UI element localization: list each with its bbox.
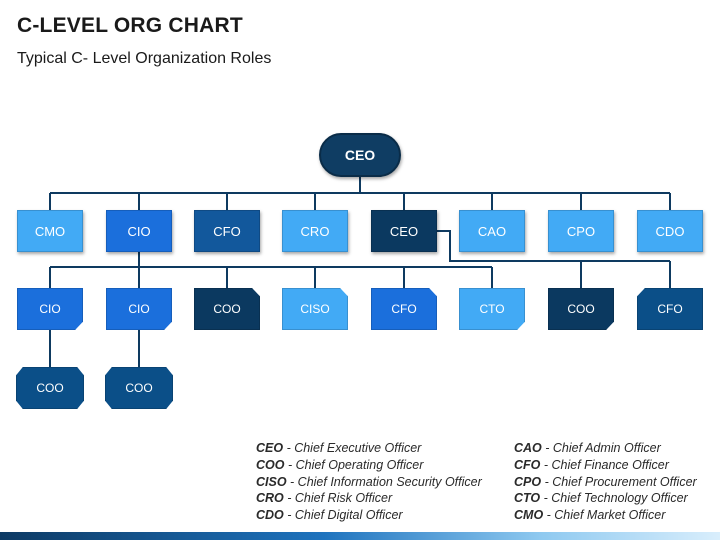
org-node-coo-sub: COO xyxy=(16,367,84,409)
org-node-cmo: CMO xyxy=(17,210,83,252)
org-node-cfo-sub: CFO xyxy=(637,288,703,330)
org-node-cfo-sub: CFO xyxy=(371,288,437,330)
org-node-ceo-root: CEO xyxy=(319,133,401,177)
legend-item: CISO - Chief Information Security Office… xyxy=(256,474,482,489)
legend-item: CRO - Chief Risk Officer xyxy=(256,491,393,506)
org-node-coo: COO xyxy=(548,288,614,330)
org-node-cio-sub: CIO xyxy=(106,288,172,330)
page-subtitle: Typical C- Level Organization Roles xyxy=(17,50,272,67)
legend-item: CEO - Chief Executive Officer xyxy=(256,441,422,455)
org-node-ciso: CISO xyxy=(282,288,348,330)
org-node-cio: CIO xyxy=(106,210,172,252)
org-node-ceo: CEO xyxy=(371,210,437,252)
org-node-cao: CAO xyxy=(459,210,525,252)
legend-item: COO - Chief Operating Officer xyxy=(256,457,424,472)
connector-line xyxy=(437,230,670,262)
org-node-coo-sub: COO xyxy=(105,367,173,409)
legend-item: CPO - Chief Procurement Officer xyxy=(514,474,697,489)
page-title: C-LEVEL ORG CHART xyxy=(17,14,243,37)
org-node-cto: CTO xyxy=(459,288,525,330)
legend-left: CEO - Chief Executive Officer COO - Chie… xyxy=(256,440,482,524)
org-node-cio-sub: CIO xyxy=(17,288,83,330)
org-node-cro: CRO xyxy=(282,210,348,252)
legend-right: CAO - Chief Admin Officer CFO - Chief Fi… xyxy=(514,440,697,524)
org-node-coo: COO xyxy=(194,288,260,330)
legend-item: CTO - Chief Technology Officer xyxy=(514,491,688,506)
legend-item: CMO - Chief Market Officer xyxy=(514,508,666,523)
legend-item: CDO - Chief Digital Officer xyxy=(256,508,403,523)
org-node-cfo: CFO xyxy=(194,210,260,252)
org-node-cdo: CDO xyxy=(637,210,703,252)
footer-gradient-bar xyxy=(0,532,720,540)
legend-item: CAO - Chief Admin Officer xyxy=(514,441,661,455)
org-node-cpo: CPO xyxy=(548,210,614,252)
legend-item: CFO - Chief Finance Officer xyxy=(514,457,669,472)
